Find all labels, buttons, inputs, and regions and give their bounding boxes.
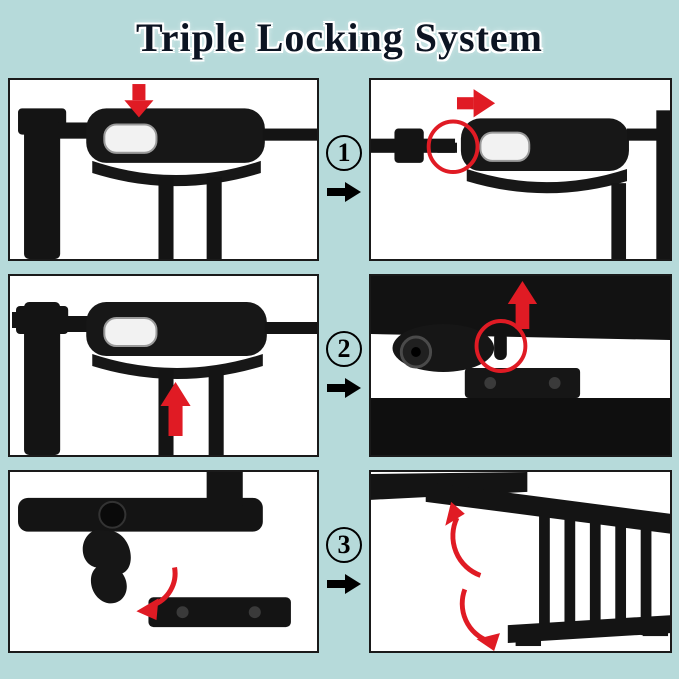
step-2-after-panel xyxy=(369,274,672,457)
gate-swings-open-illustration xyxy=(371,472,670,651)
page-title: Triple Locking System xyxy=(136,15,543,60)
red-highlight-circle xyxy=(426,119,480,175)
red-curved-arrow-icon xyxy=(136,567,178,621)
right-arrow-icon xyxy=(327,378,361,398)
step-3-row: 3 xyxy=(8,470,672,653)
right-arrow-icon xyxy=(327,182,361,202)
red-up-arrow-icon xyxy=(507,281,538,329)
steps-rows: 1 xyxy=(8,78,672,653)
red-right-arrow-icon xyxy=(456,89,496,118)
step-1-indicator: 1 xyxy=(319,78,369,261)
lock-button xyxy=(479,131,531,162)
step-3-after-panel xyxy=(369,470,672,653)
bottom-pin xyxy=(494,332,507,360)
foot-pedal-rotate-illustration xyxy=(18,472,291,628)
step-2-before-panel xyxy=(8,274,319,457)
gate-handle-press-down-illustration xyxy=(18,84,317,259)
step-2-number: 2 xyxy=(326,331,362,367)
gate-handle-lift-up-illustration xyxy=(12,302,317,455)
latch-pin xyxy=(437,142,457,153)
step-1-number: 1 xyxy=(326,135,362,171)
lock-button xyxy=(103,123,158,154)
step-3-before-panel xyxy=(8,470,319,653)
step-2-row: 2 xyxy=(8,274,672,457)
foot-pedal xyxy=(82,529,131,604)
step-1-row: 1 xyxy=(8,78,672,261)
red-swing-down-arrow-icon xyxy=(459,588,500,651)
step-3-indicator: 3 xyxy=(319,470,369,653)
step-1-before-panel xyxy=(8,78,319,261)
red-highlight-circle xyxy=(474,319,528,373)
red-up-arrow-icon xyxy=(160,382,191,436)
right-arrow-icon xyxy=(327,574,361,594)
bottom-pin-release-illustration xyxy=(371,276,670,455)
red-swing-up-arrow-icon xyxy=(445,501,482,578)
lock-button xyxy=(103,317,158,347)
step-3-number: 3 xyxy=(326,527,362,563)
gate-handle-slide-latch-illustration xyxy=(371,89,670,259)
red-down-arrow-icon xyxy=(124,84,154,118)
step-1-after-panel xyxy=(369,78,672,261)
step-2-indicator: 2 xyxy=(319,274,369,457)
